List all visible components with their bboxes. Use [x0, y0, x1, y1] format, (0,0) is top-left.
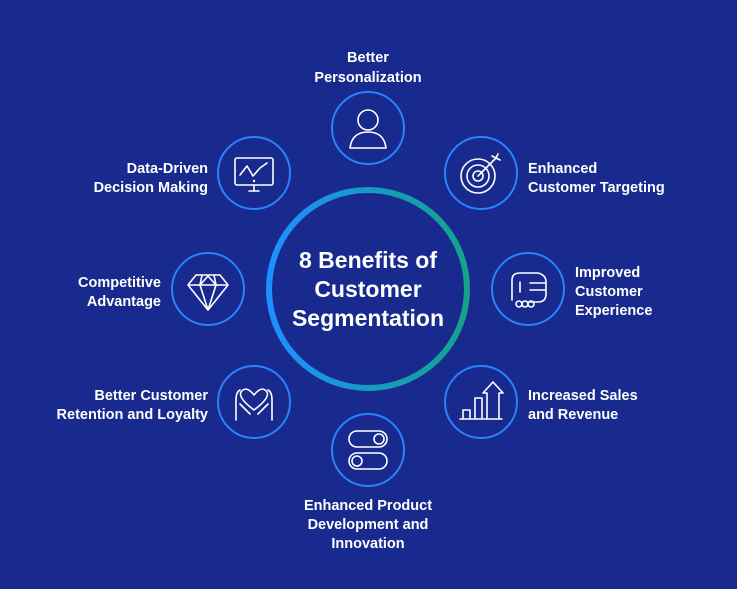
svg-text:Experience: Experience	[575, 303, 652, 319]
title-line-1: 8 Benefits of	[299, 247, 437, 273]
svg-text:Advantage: Advantage	[87, 294, 161, 310]
svg-text:Decision Making: Decision Making	[94, 180, 208, 196]
title-line-3: Segmentation	[292, 305, 444, 331]
svg-text:Customer: Customer	[575, 284, 643, 300]
svg-text:Enhanced: Enhanced	[528, 161, 597, 177]
benefit-increased-sales: Increased Sales and Revenue	[528, 388, 638, 423]
svg-text:Personalization: Personalization	[314, 70, 421, 86]
monitor-chart-icon	[217, 136, 291, 210]
diamond-icon	[171, 252, 245, 326]
svg-text:Better: Better	[347, 50, 389, 66]
svg-text:Better Customer: Better Customer	[94, 388, 208, 404]
svg-text:Data-Driven: Data-Driven	[127, 161, 208, 177]
svg-text:Competitive: Competitive	[78, 275, 161, 291]
svg-text:Retention and Loyalty: Retention and Loyalty	[57, 407, 208, 423]
person-icon	[331, 91, 405, 165]
benefit-improved-customer-experience: Improved Customer Experience	[575, 265, 652, 319]
benefit-data-driven-decisions: Data-Driven Decision Making	[94, 161, 208, 196]
growth-chart-icon	[444, 365, 518, 439]
svg-text:Innovation: Innovation	[331, 536, 404, 552]
center-ring	[266, 187, 470, 391]
title-line-2: Customer	[314, 276, 421, 302]
svg-text:Increased Sales: Increased Sales	[528, 388, 638, 404]
svg-text:and Revenue: and Revenue	[528, 407, 618, 423]
svg-text:Enhanced Product: Enhanced Product	[304, 498, 432, 514]
handshake-icon	[491, 252, 565, 326]
benefit-better-personalization: Better Personalization	[314, 50, 421, 86]
svg-text:Development and: Development and	[308, 517, 429, 533]
target-icon	[444, 136, 518, 210]
svg-text:Customer Targeting: Customer Targeting	[528, 180, 665, 196]
benefit-competitive-advantage: Competitive Advantage	[78, 275, 161, 310]
hands-heart-icon	[217, 365, 291, 439]
benefit-enhanced-customer-targeting: Enhanced Customer Targeting	[528, 161, 665, 196]
toggle-icon	[331, 413, 405, 487]
benefit-retention-loyalty: Better Customer Retention and Loyalty	[57, 388, 209, 423]
svg-text:Improved: Improved	[575, 265, 640, 281]
benefit-enhanced-product-development: Enhanced Product Development and Innovat…	[304, 498, 432, 552]
